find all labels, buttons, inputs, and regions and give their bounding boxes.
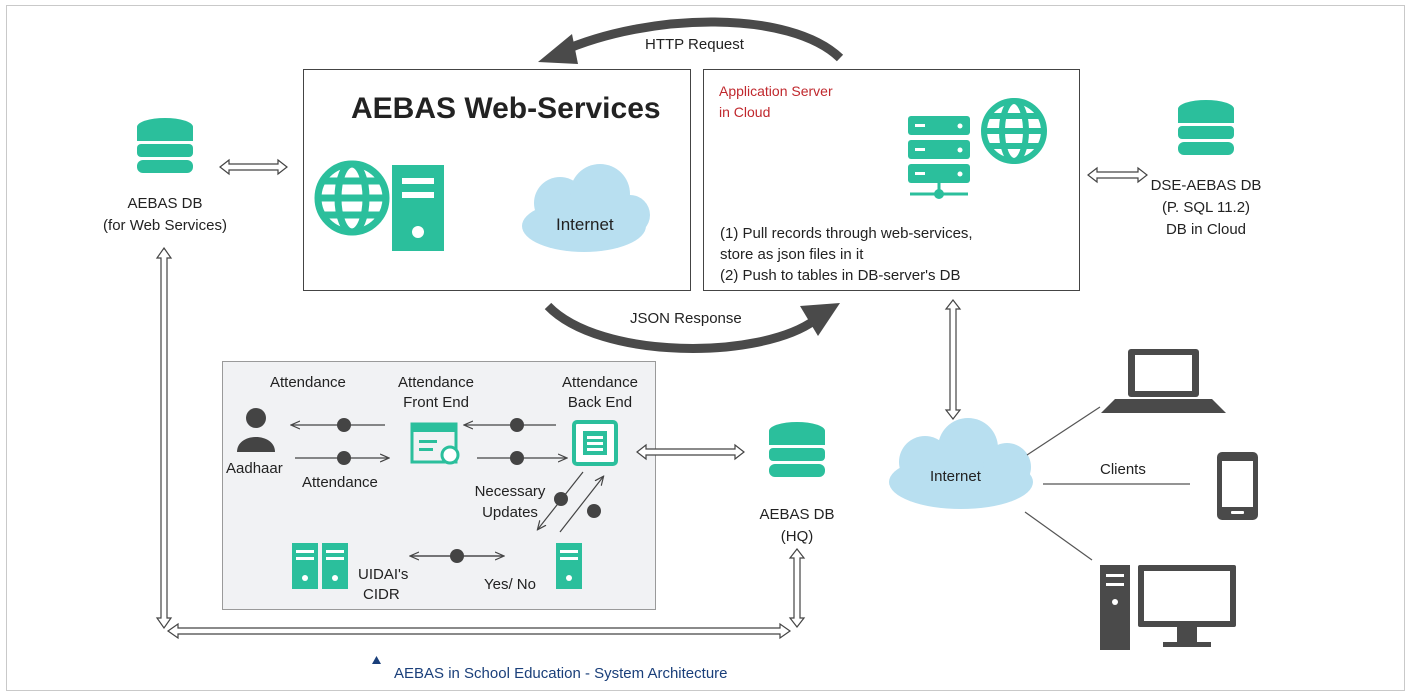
aebas-db-ws-label-line1: AEBAS DB [127, 195, 203, 212]
front-end-label-line1: Attendance [398, 374, 474, 391]
double-arrow-ws-db [219, 158, 288, 176]
cloud-icon-webservices [522, 164, 650, 252]
flow-dots [337, 418, 601, 563]
appserver-note-line1: (1) Pull records through web-services, [720, 225, 973, 242]
server-icon-yesno [556, 543, 582, 589]
server-icon-webservices [392, 165, 444, 251]
backend-icon [572, 420, 618, 466]
back-end-label-line1: Attendance [562, 374, 638, 391]
attendance-bottom-label: Attendance [302, 474, 378, 491]
attendance-top-label: Attendance [270, 374, 346, 391]
http-request-arrow [538, 17, 844, 64]
appserver-title-line2: in Cloud [719, 104, 771, 120]
phone-icon [1217, 452, 1258, 520]
webservices-internet-label: Internet [556, 215, 614, 234]
updates-label-line1: Necessary [474, 483, 546, 500]
person-icon-aadhaar [237, 408, 275, 452]
laptop-icon [1101, 349, 1226, 413]
json-response-label: JSON Response [630, 310, 742, 327]
dse-db-label-line2: (P. SQL 11.2) [1161, 199, 1251, 216]
appserver-note-line2: store as json files in it [720, 246, 864, 263]
appserver-note-line3: (2) Push to tables in DB-server's DB [720, 267, 961, 284]
webservices-title: AEBAS Web-Services [351, 92, 661, 125]
aebas-db-hq-label-line1: AEBAS DB [759, 506, 835, 523]
caption-triangle-icon [372, 656, 381, 664]
http-request-label: HTTP Request [645, 36, 744, 53]
uidai-label-line1: UIDAI's [358, 566, 409, 583]
clients-label: Clients [1100, 461, 1146, 478]
double-arrow-backend-hq [636, 443, 745, 461]
desktop-icon [1100, 565, 1236, 650]
cloud-icon-clients [889, 418, 1033, 509]
database-icon-hq [769, 422, 825, 477]
diagram-frame [6, 5, 1405, 691]
json-response-arrow [544, 302, 840, 353]
client-connector-lines [1024, 406, 1190, 561]
double-arrow-appserver-dse [1087, 166, 1148, 184]
database-icon-aebas-ws [137, 118, 193, 173]
globe-icon-webservices [314, 160, 390, 236]
dse-db-label-line3: DB in Cloud [1165, 221, 1247, 238]
uidai-label-line2: CIDR [363, 586, 400, 603]
double-arrow-hq-vertical [788, 548, 806, 628]
globe-icon-appserver [981, 98, 1047, 164]
clients-internet-label: Internet [930, 468, 981, 485]
diagram-caption: AEBAS in School Education - System Archi… [394, 665, 728, 682]
database-icon-dse [1178, 100, 1234, 155]
frontend-icon [410, 422, 460, 465]
server-stack-icon-appserver [908, 116, 970, 199]
updates-label-line2: Updates [482, 504, 538, 521]
double-arrow-bottom-horizontal [166, 622, 792, 640]
front-end-label-line2: Front End [403, 394, 469, 411]
dse-db-label-line1: DSE-AEBAS DB [1150, 177, 1262, 194]
double-arrow-appserver-internet [944, 299, 962, 420]
server-icon-uidai [292, 543, 348, 589]
yes-no-label: Yes/ No [484, 576, 536, 593]
double-arrow-left-vertical [155, 246, 173, 630]
aebas-db-hq-label-line2: (HQ) [780, 528, 814, 545]
appserver-title-line1: Application Server [719, 83, 833, 99]
aadhaar-label: Aadhaar [226, 460, 283, 477]
back-end-label-line2: Back End [567, 394, 633, 411]
aebas-db-ws-label-line2: (for Web Services) [103, 217, 227, 234]
